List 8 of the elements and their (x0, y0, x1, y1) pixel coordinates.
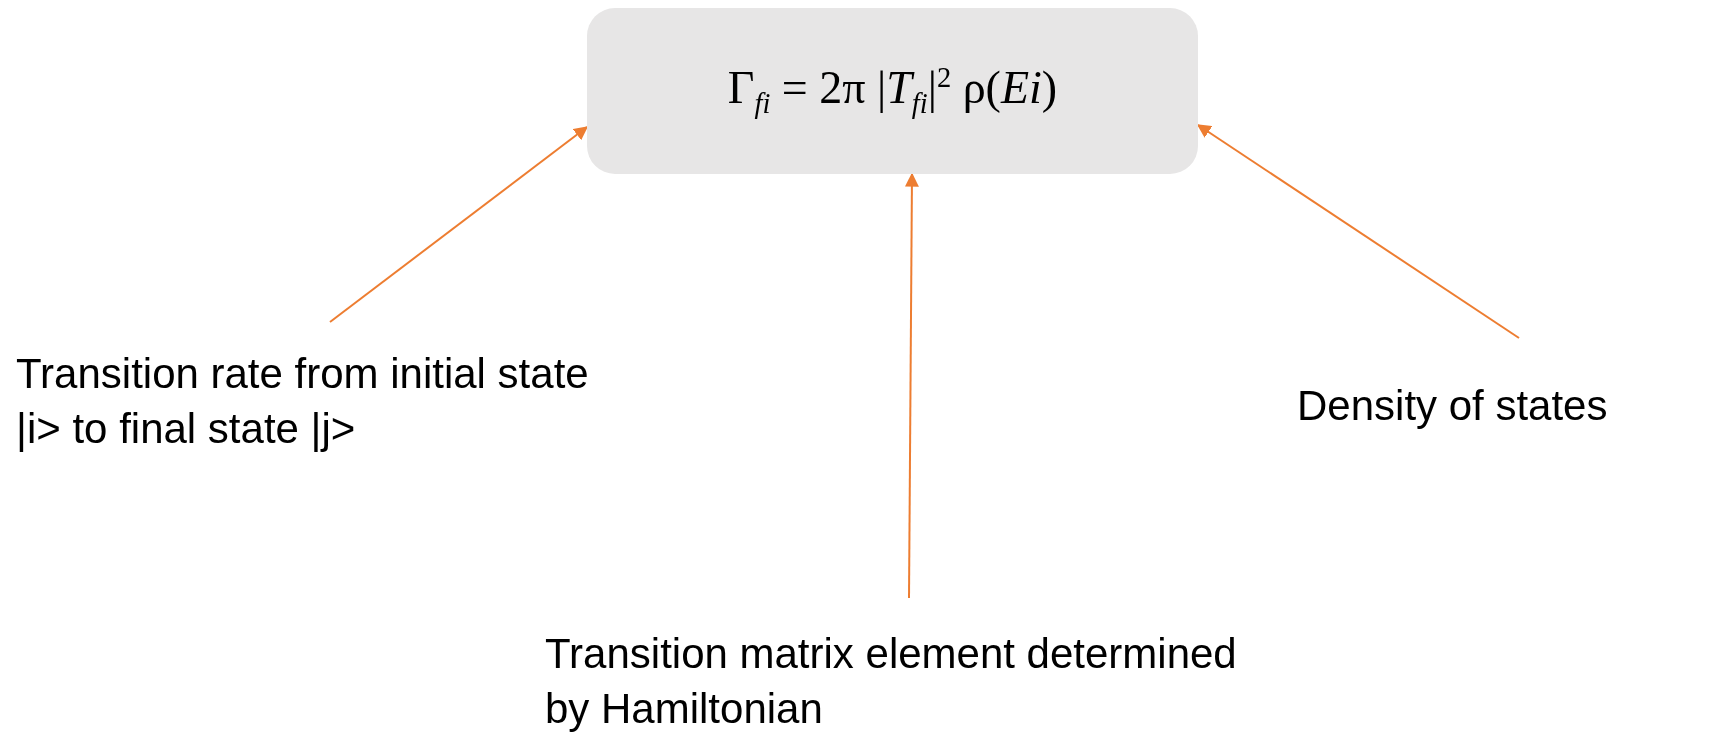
formula-box (587, 8, 1198, 174)
annotation-text: Transition rate from initial state |i> to final state |j> (16, 346, 606, 516)
arrow (1196, 124, 1520, 339)
formula: Γ$_{fi}$ = 2π |T$_{fi}$|$^{2}$ ρ(Ei) (727, 61, 1058, 121)
annotation-text: Transition matrix element determined by Hamiltonian (545, 626, 1245, 738)
arrow (904, 172, 919, 599)
annotation-text: Density of states (1297, 378, 1727, 436)
arrow (329, 126, 589, 323)
